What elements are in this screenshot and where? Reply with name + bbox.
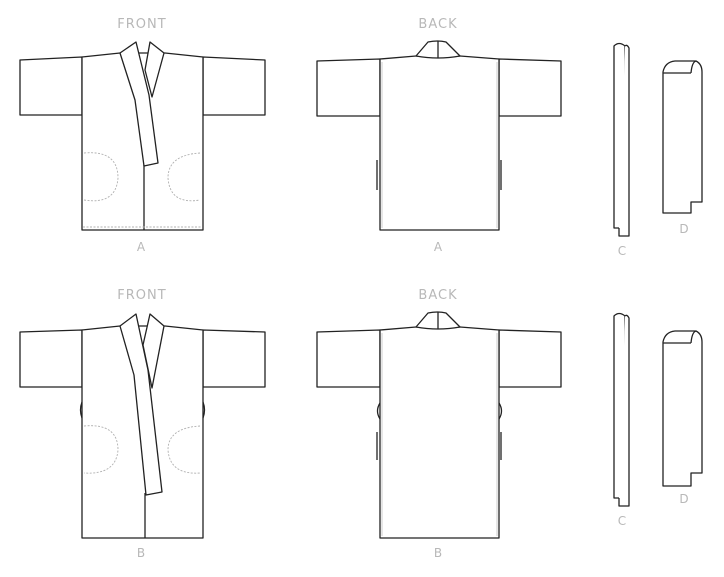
view-d-label-a: D (679, 222, 689, 236)
back-b-drawing (316, 311, 562, 539)
front-a-drawing (19, 41, 266, 231)
front-b-title: FRONT (117, 288, 167, 303)
back-b-title: BACK (418, 288, 458, 303)
view-c-drawing-a (613, 42, 630, 237)
back-b-label: B (433, 546, 443, 560)
front-b-drawing (19, 313, 266, 539)
back-a-drawing (316, 40, 562, 231)
view-d-drawing-a (662, 60, 703, 214)
view-c-label-a: C (617, 244, 627, 258)
back-a-title: BACK (418, 17, 458, 32)
view-d-drawing-b (662, 330, 703, 487)
front-a-title: FRONT (117, 17, 167, 32)
view-c-drawing-b (613, 312, 630, 507)
back-a-label: A (433, 240, 443, 254)
view-d-label-b: D (679, 492, 689, 506)
view-c-label-b: C (617, 514, 627, 528)
front-a-label: A (136, 240, 146, 254)
front-b-label: B (136, 546, 146, 560)
